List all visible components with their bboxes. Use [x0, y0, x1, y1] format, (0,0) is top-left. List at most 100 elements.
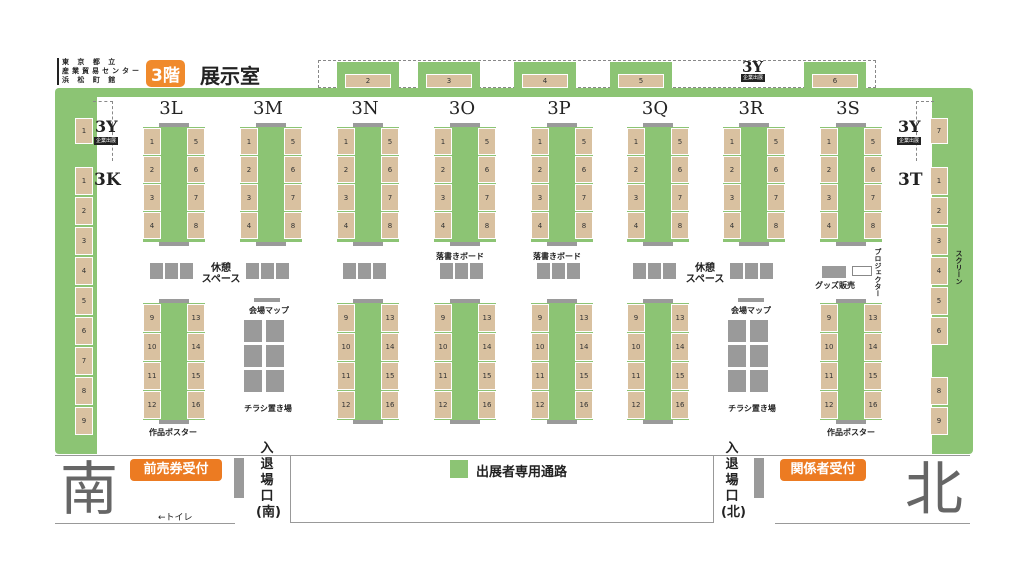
booth: 9: [820, 304, 838, 332]
booth: 9: [627, 304, 645, 332]
section-cap: [836, 420, 866, 424]
booth: 4: [143, 212, 161, 239]
goods-sales-label: グッズ販売: [815, 281, 855, 290]
booth: 7: [187, 184, 205, 211]
booth: 4: [723, 212, 741, 239]
booth: 5: [864, 128, 882, 155]
flyer-rack: [728, 370, 746, 392]
flyer-rack: [266, 370, 284, 392]
section-3t-label: 3T: [898, 170, 923, 190]
booth: 2: [337, 156, 355, 183]
wall-booth-right: 2: [930, 197, 948, 225]
section-label: 3S: [836, 98, 860, 119]
rest-space-left: 休憩 スペース: [201, 263, 241, 285]
rest-table: [165, 263, 178, 279]
flyer-rack: [750, 345, 768, 367]
booth: 6: [284, 156, 302, 183]
booth: 5: [284, 128, 302, 155]
top-annex: [318, 60, 876, 88]
wall-booth-3y-right: 7: [930, 118, 948, 144]
booth: 7: [381, 184, 399, 211]
left-3y-label: 3Y: [95, 117, 118, 136]
graffiti-board-o: 落書きボード: [436, 252, 484, 261]
wall-booth-right: 9: [930, 407, 948, 435]
booth: 9: [337, 304, 355, 332]
flyer-rack: [728, 320, 746, 342]
staff-reception: 関係者受付: [780, 459, 866, 481]
booth: 1: [337, 128, 355, 155]
top-booth: 2: [345, 74, 391, 88]
booth: 10: [531, 333, 549, 361]
booth: 3: [434, 184, 452, 211]
rest-table: [455, 263, 468, 279]
top-3y-badge: 企業出展: [741, 74, 766, 82]
booth: 16: [381, 391, 399, 419]
booth: 6: [767, 156, 785, 183]
rest-table: [343, 263, 356, 279]
booth: 1: [627, 128, 645, 155]
rest-table: [552, 263, 565, 279]
booth: 2: [627, 156, 645, 183]
booth: 13: [187, 304, 205, 332]
section-cap: [547, 420, 577, 424]
section-cap: [159, 420, 189, 424]
booth: 8: [187, 212, 205, 239]
section-cap: [643, 420, 673, 424]
booth: 3: [627, 184, 645, 211]
flyer-rack: [266, 320, 284, 342]
section-label: 3L: [159, 98, 183, 119]
booth: 12: [627, 391, 645, 419]
wall-booth-left: 9: [75, 407, 93, 435]
wall-booth-right: 6: [930, 317, 948, 345]
booth: 9: [531, 304, 549, 332]
exhibitor-path-swatch: [450, 460, 468, 478]
booth: 9: [143, 304, 161, 332]
booth: 14: [864, 333, 882, 361]
booth: 3: [820, 184, 838, 211]
booth: 3: [531, 184, 549, 211]
wall-booth-left: 5: [75, 287, 93, 315]
section-cap: [159, 242, 189, 246]
booth: 15: [187, 362, 205, 390]
rest-table: [567, 263, 580, 279]
booth: 2: [723, 156, 741, 183]
booth: 8: [575, 212, 593, 239]
booth: 13: [671, 304, 689, 332]
wall-booth-right: 5: [930, 287, 948, 315]
left-3y-frame: [93, 101, 113, 161]
projector-box: [852, 266, 872, 276]
booth: 11: [627, 362, 645, 390]
booth: 11: [434, 362, 452, 390]
rest-table: [633, 263, 646, 279]
wall-booth-left: 1: [75, 167, 93, 195]
south-direction: 南: [60, 455, 119, 523]
wall-booth-left: 6: [75, 317, 93, 345]
section-label: 3Q: [641, 98, 669, 119]
rest-table: [760, 263, 773, 279]
booth: 6: [864, 156, 882, 183]
section-cap: [450, 299, 480, 303]
booth: 4: [820, 212, 838, 239]
wall-booth-right: 8: [930, 377, 948, 405]
projector-label: プロジェクター: [874, 248, 882, 297]
booth: 5: [575, 128, 593, 155]
booth: 16: [864, 391, 882, 419]
booth: 8: [864, 212, 882, 239]
booth: 6: [671, 156, 689, 183]
section-cap: [353, 123, 383, 127]
rest-space-right: 休憩 スペース: [685, 263, 725, 285]
booth: 3: [143, 184, 161, 211]
map-board: [738, 298, 764, 302]
north-direction: 北: [905, 455, 964, 523]
booth: 1: [723, 128, 741, 155]
booth: 7: [767, 184, 785, 211]
venue-line-3: 浜 松 町 館: [62, 76, 119, 84]
exhibitor-corridor: [290, 455, 714, 523]
booth: 12: [820, 391, 838, 419]
wall-booth-left: 8: [75, 377, 93, 405]
booth: 11: [820, 362, 838, 390]
right-3y-frame: [916, 101, 934, 161]
wall-booth-left: 4: [75, 257, 93, 285]
venue-line-2: 産業貿易センター: [62, 67, 142, 75]
section-cap: [547, 123, 577, 127]
